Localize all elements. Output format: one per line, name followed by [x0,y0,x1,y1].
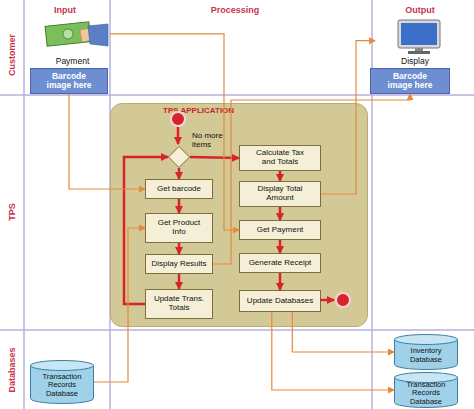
lane-line [0,94,474,96]
data-flow-line [213,94,410,264]
diamond-shape [169,147,190,168]
process-box: Calculate Tax and Totals [239,145,321,171]
lane-label: TPS [7,203,17,221]
monitor-icon [398,20,440,54]
node-label: Get Product Info [154,219,204,237]
node-label: Display [401,57,429,66]
process-box: Display Total Amount [239,181,321,207]
barcode-box: Barcode image here [30,68,108,94]
process-box: Get barcode [145,179,213,199]
flow-arrow [279,171,282,181]
diamond-outline [168,146,190,168]
application-panel: TPS APPLICATION No more itemsGet barcodeG… [110,103,368,327]
flow-arrow [190,157,239,158]
flow-arrow [178,168,181,179]
sleeve [88,24,108,46]
banknote-seal [63,29,73,39]
data-flow-line [272,312,394,390]
process-box: Get Payment [239,220,321,240]
monitor-stand [415,48,423,51]
process-box: Get Product Info [145,213,213,243]
column-label: Processing [211,5,260,15]
node-label: Generate Receipt [249,259,312,268]
node-label: Update Trans. Totals [148,295,210,313]
lane-line [0,329,474,331]
process-box: Generate Receipt [239,253,321,273]
process-box: Display Results [145,254,213,274]
flow-arrow [124,157,168,304]
process-box: Update Trans. Totals [145,289,213,319]
data-flow-line [69,94,145,189]
lane-label: Customer [7,34,17,76]
cash-icon [45,22,108,46]
data-flow-line [292,312,394,352]
barcode-box: Barcode image here [370,68,450,94]
database-cylinder: Transaction Records Database [30,360,94,404]
node-label: Barcode image here [42,72,97,91]
flow-arrow [178,199,181,213]
monitor-frame [398,20,440,48]
lane-line [371,0,373,409]
end-arrow [320,299,334,302]
data-flow-line [110,34,239,230]
node-label: Transaction Records Database [37,366,87,398]
lane-line [23,0,25,409]
node-label: No more items [192,132,232,150]
monitor-base [408,51,430,54]
monitor-screen [401,23,437,45]
database-cylinder: Inventory Database [394,334,458,370]
start-arrow [177,127,180,144]
node-label: Transaction Records Database [399,374,453,406]
flow-arrow [279,273,282,290]
data-flow-line [321,41,375,194]
cylinder-top [395,335,458,345]
node-label: Inventory Database [399,340,453,364]
start-node [171,112,185,126]
process-box: Update Databases [239,290,321,312]
end-node [336,293,350,307]
node-label: Get barcode [157,185,201,194]
node-label: Display Results [151,260,206,269]
node-label: Calculate Tax and Totals [251,149,309,167]
cylinder-top [31,361,94,371]
flow-arrow [279,240,282,253]
flow-arrow [178,274,181,289]
column-label: Input [54,5,76,15]
column-label: Output [405,5,435,15]
payment-icon-node: Payment [35,20,110,66]
node-label: Display Total Amount [251,185,309,203]
node-label: Payment [56,57,90,66]
flow-arrow [178,243,181,254]
database-cylinder: Transaction Records Database [394,372,458,408]
flow-arrow [279,207,282,220]
node-label: Update Databases [247,297,313,306]
node-label: Get Payment [257,226,304,235]
panel-title: TPS APPLICATION [163,107,234,116]
data-flow-line [94,228,145,382]
lane-label: Databases [7,347,17,392]
node-label: Barcode image here [383,72,438,91]
decision-diamond: No more items [168,146,190,168]
display-icon-node: Display [375,20,455,66]
